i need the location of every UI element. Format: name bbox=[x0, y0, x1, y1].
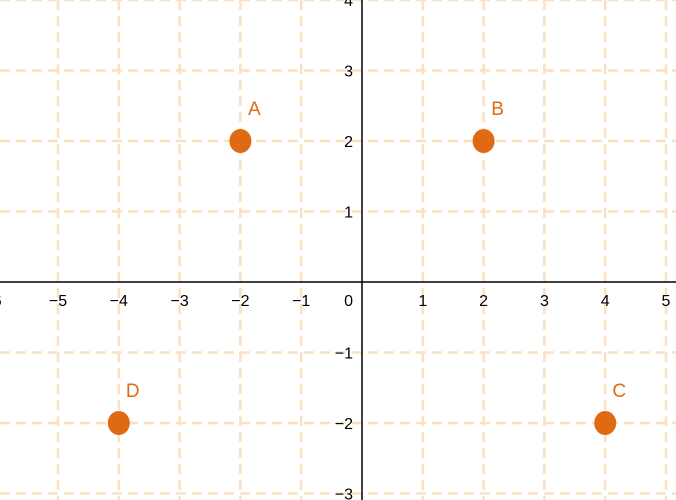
point-b bbox=[472, 129, 495, 153]
x-tick-label: −5 bbox=[49, 293, 67, 310]
point-label-b: B bbox=[491, 99, 504, 120]
y-tick-label: 4 bbox=[344, 0, 353, 10]
origin-label: 0 bbox=[344, 293, 353, 310]
point-label-d: D bbox=[126, 381, 140, 402]
x-tick-label: −3 bbox=[170, 293, 188, 310]
y-tick-label: −1 bbox=[335, 346, 353, 363]
x-tick-label: 2 bbox=[479, 293, 488, 310]
x-tick-label: −4 bbox=[110, 293, 128, 310]
point-c bbox=[594, 411, 617, 435]
point-label-c: C bbox=[612, 381, 626, 402]
y-tick-label: −2 bbox=[335, 416, 353, 433]
points-layer: A B C D bbox=[107, 99, 626, 435]
x-tick-label: −2 bbox=[231, 293, 249, 310]
x-tick-label: 1 bbox=[418, 293, 427, 310]
x-tick-label: −1 bbox=[292, 293, 310, 310]
point-d bbox=[107, 411, 130, 435]
x-tick-label: 4 bbox=[601, 293, 610, 310]
point-a bbox=[229, 129, 252, 153]
x-tick-label: 3 bbox=[540, 293, 549, 310]
y-tick-label: 1 bbox=[344, 205, 353, 222]
x-tick-label: 5 bbox=[662, 293, 671, 310]
point-label-a: A bbox=[248, 99, 261, 120]
x-tick-label: 6 bbox=[0, 293, 2, 310]
y-tick-label: −3 bbox=[335, 487, 353, 500]
y-tick-label: 3 bbox=[344, 64, 353, 81]
y-tick-label: 2 bbox=[344, 134, 353, 151]
